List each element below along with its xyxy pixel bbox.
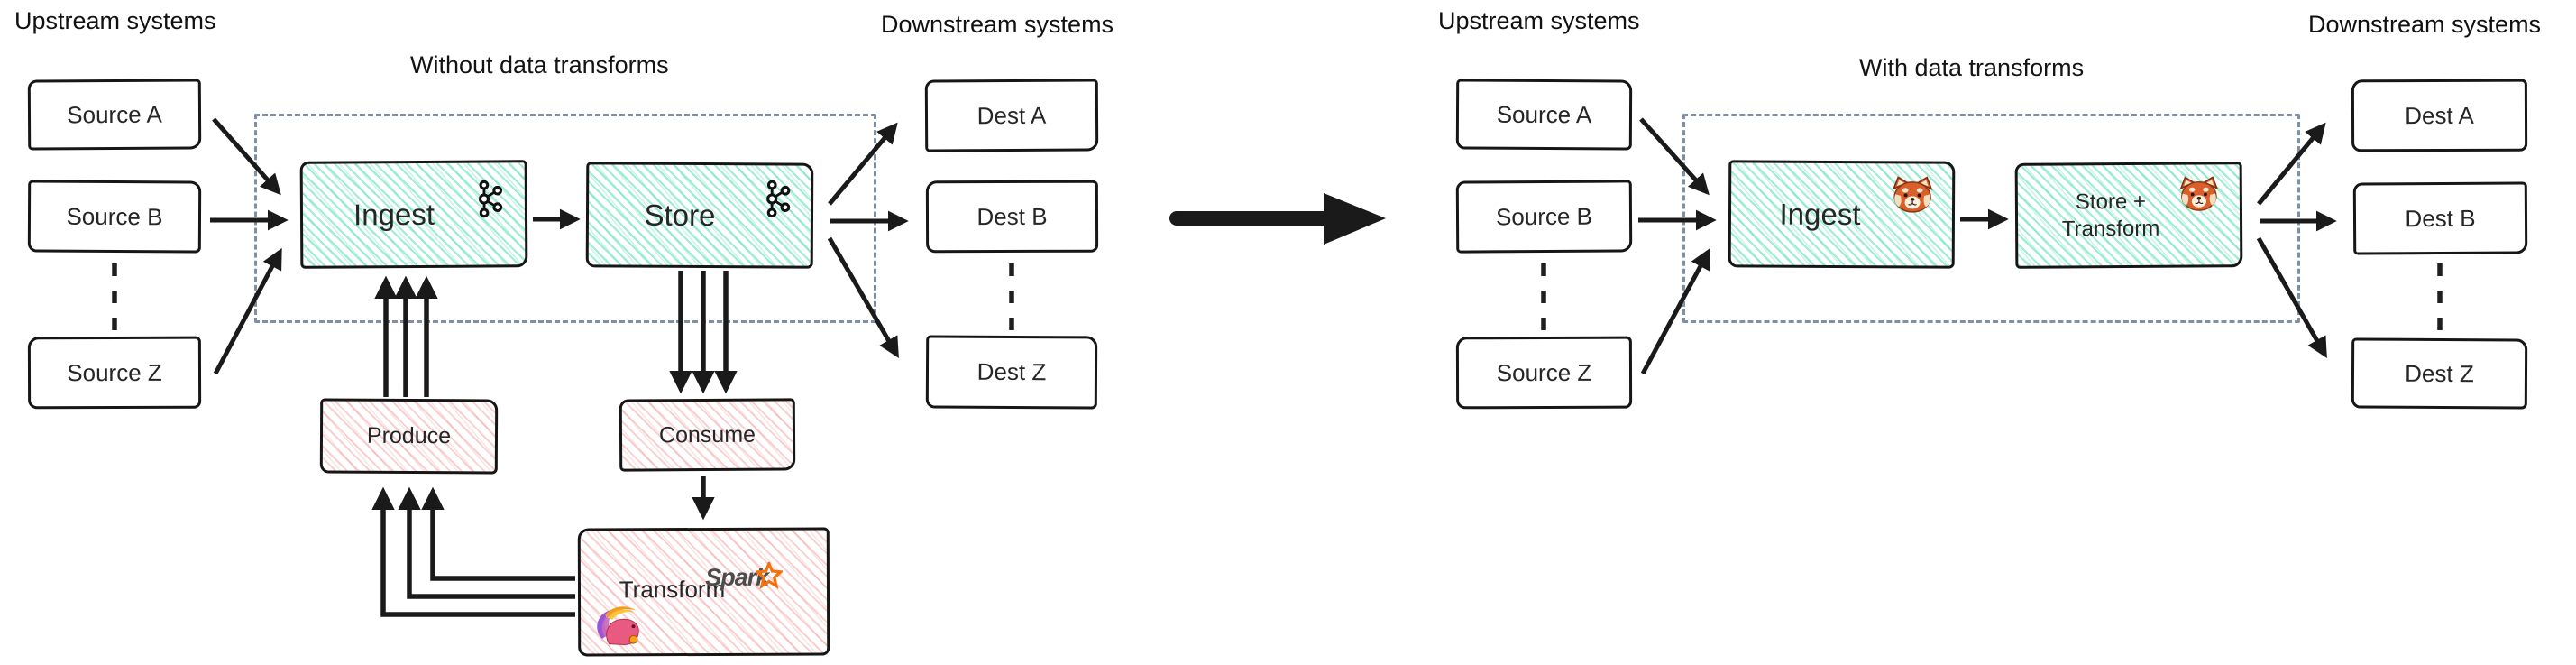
source-z-box-left: Source Z bbox=[27, 336, 202, 410]
dest-b-label-right: Dest B bbox=[2405, 204, 2476, 232]
flink-squirrel-icon bbox=[593, 603, 642, 648]
store-transform-label: Store + Transform bbox=[2062, 188, 2160, 243]
dest-z-box-right: Dest Z bbox=[2351, 337, 2528, 410]
kafka-icon bbox=[474, 180, 503, 218]
source-b-box-right: Source B bbox=[1455, 180, 1633, 254]
store-label-left: Store bbox=[644, 198, 716, 232]
produce-label: Produce bbox=[366, 422, 452, 449]
store-box-left: Store bbox=[585, 162, 814, 269]
downstream-header-right: Downstream systems bbox=[2308, 11, 2542, 38]
store-transform-line1: Store + bbox=[2075, 189, 2147, 214]
dest-b-box-left: Dest B bbox=[925, 180, 1099, 254]
transition-arrow bbox=[1169, 193, 1386, 245]
ingest-box-right: Ingest bbox=[1728, 160, 1956, 269]
transform-to-produce-arrows bbox=[371, 486, 575, 617]
dest-a-label-right: Dest A bbox=[2405, 101, 2474, 129]
source-z-box-right: Source Z bbox=[1455, 336, 1633, 410]
dest-b-label-left: Dest B bbox=[976, 202, 1048, 230]
source-a-box-left: Source A bbox=[27, 79, 202, 151]
store-transform-box: Store + Transform bbox=[2014, 162, 2243, 269]
source-z-label-left: Source Z bbox=[67, 358, 162, 386]
dest-z-label-left: Dest Z bbox=[976, 357, 1047, 386]
store-transform-line2: Transform bbox=[2061, 216, 2160, 241]
source-b-box-left: Source B bbox=[27, 180, 202, 254]
source-a-label-right: Source A bbox=[1496, 100, 1592, 128]
kafka-icon bbox=[762, 180, 791, 218]
dest-z-label-right: Dest Z bbox=[2405, 359, 2474, 387]
panel-title-right: With data transforms bbox=[1859, 54, 2085, 81]
upstream-header-right: Upstream systems bbox=[1438, 7, 1640, 34]
panel-title-left: Without data transforms bbox=[410, 51, 669, 79]
transform-box: Transform Spark bbox=[577, 527, 830, 657]
consume-label: Consume bbox=[658, 421, 756, 448]
source-a-box-right: Source A bbox=[1455, 79, 1633, 151]
dest-a-box-left: Dest A bbox=[924, 79, 1099, 152]
dest-a-label-left: Dest A bbox=[976, 101, 1047, 129]
source-a-label-left: Source A bbox=[67, 100, 162, 128]
produce-box: Produce bbox=[319, 398, 499, 475]
dest-a-box-right: Dest A bbox=[2351, 79, 2528, 152]
redpanda-icon bbox=[1891, 175, 1934, 213]
dest-b-box-right: Dest B bbox=[2352, 181, 2528, 255]
downstream-header-left: Downstream systems bbox=[881, 11, 1114, 38]
dest-z-box-left: Dest Z bbox=[925, 335, 1098, 410]
ingest-label-right: Ingest bbox=[1779, 197, 1861, 231]
source-b-label-right: Source B bbox=[1495, 202, 1593, 230]
consume-box: Consume bbox=[619, 398, 796, 472]
upstream-header-left: Upstream systems bbox=[14, 7, 216, 34]
source-z-label-right: Source Z bbox=[1496, 358, 1592, 386]
source-b-label-left: Source B bbox=[66, 202, 163, 230]
ingest-label-left: Ingest bbox=[353, 197, 435, 231]
spark-star-icon bbox=[754, 559, 785, 590]
redpanda-icon bbox=[2178, 175, 2220, 211]
ingest-box-left: Ingest bbox=[299, 160, 528, 269]
